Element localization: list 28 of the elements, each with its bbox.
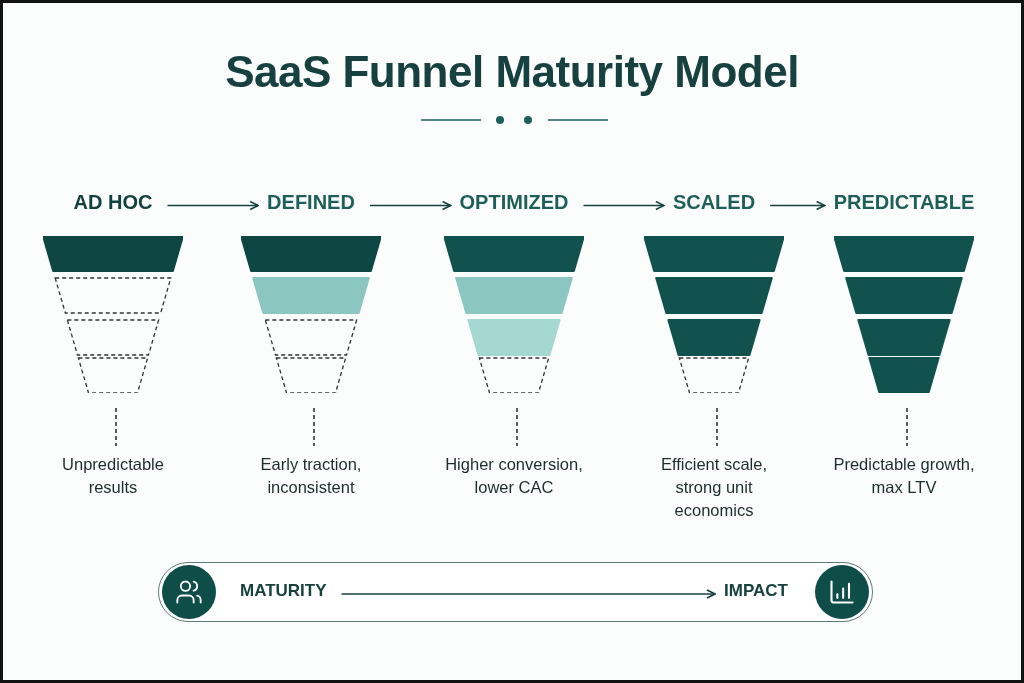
dashed-connector [716, 407, 718, 447]
funnel-drawing [43, 236, 183, 393]
funnel-drawing [444, 236, 584, 393]
stage-description: Higher conversion, lower CAC [431, 453, 597, 500]
title: SaaS Funnel Maturity Model [225, 47, 799, 97]
dashed-connector [115, 407, 117, 447]
funnel-drawing [834, 236, 974, 393]
axis-label: MATURITY [240, 581, 327, 601]
stage-description: Early traction, inconsistent [246, 453, 376, 500]
stage-heading: AD HOC [73, 191, 153, 214]
stage-heading: SCALED [672, 191, 756, 214]
dashed-connector [906, 407, 908, 447]
arrow [340, 589, 716, 599]
funnel-drawing [241, 236, 381, 393]
arrow [166, 200, 259, 211]
stage-description: Efficient scale, strong unit economics [649, 453, 779, 523]
arrow [769, 200, 826, 211]
axis-label: IMPACT [724, 581, 788, 601]
stage-heading: OPTIMIZED [459, 191, 569, 214]
dashed-connector [313, 407, 315, 447]
arrow [369, 200, 452, 211]
dashed-connector [516, 407, 518, 447]
funnel-drawing [644, 236, 784, 393]
stage-heading: DEFINED [267, 191, 355, 214]
stage-description: Unpredictable results [43, 453, 183, 500]
arrow [582, 200, 665, 211]
stage-description: Predictable growth, max LTV [821, 453, 987, 500]
stage-heading: PREDICTABLE [833, 191, 975, 214]
